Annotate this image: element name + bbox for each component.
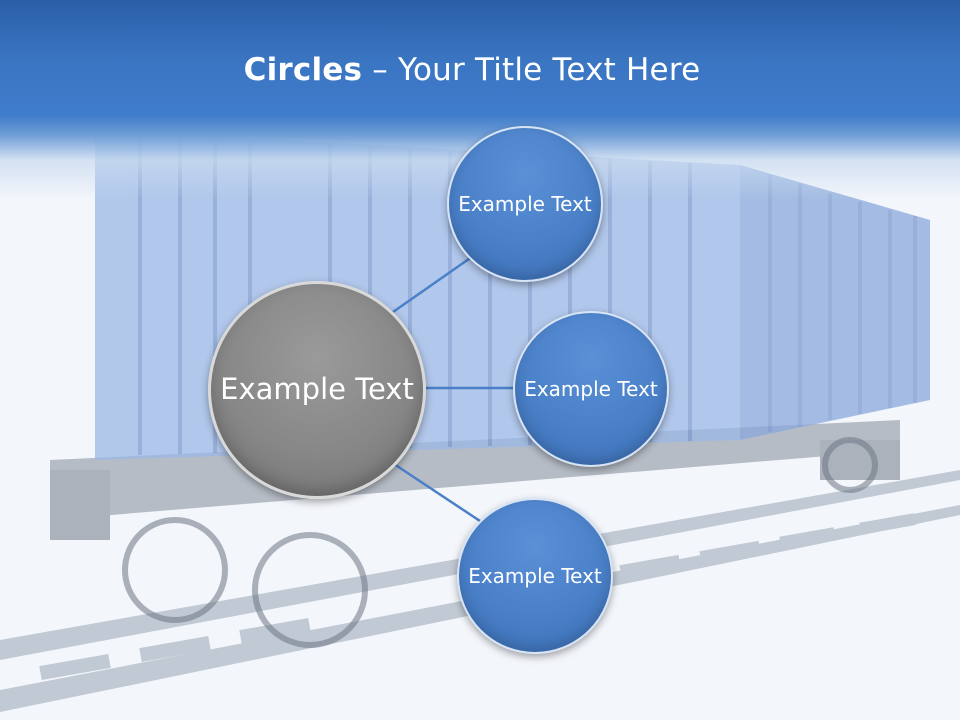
node-circle-3-label: Example Text [468, 563, 602, 588]
node-circle-2-label: Example Text [524, 376, 658, 401]
node-circle-1-label: Example Text [458, 191, 592, 216]
center-circle-label: Example Text [220, 372, 414, 407]
node-circle-3[interactable]: Example Text [457, 498, 613, 654]
node-circle-2[interactable]: Example Text [513, 311, 669, 467]
slide-title[interactable]: Circles – Your Title Text Here [0, 52, 944, 88]
node-circle-1[interactable]: Example Text [447, 126, 603, 282]
title-bold-part: Circles [243, 52, 363, 88]
title-rest-part: – Your Title Text Here [362, 52, 701, 88]
center-circle[interactable]: Example Text [208, 281, 426, 499]
